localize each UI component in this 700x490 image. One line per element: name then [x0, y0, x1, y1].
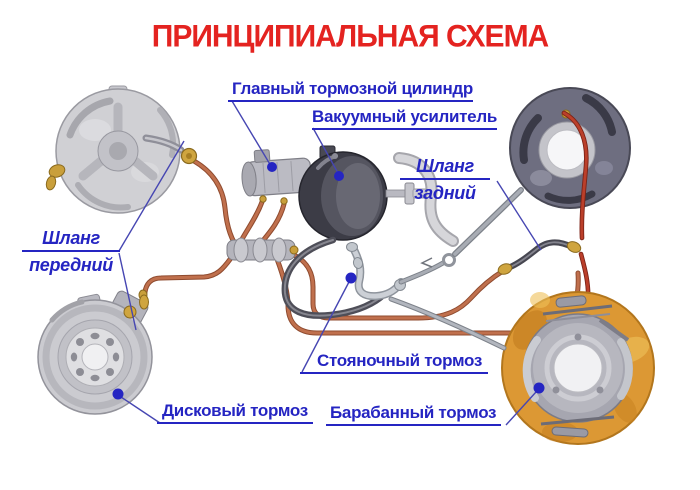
label-rear-hose-line2: задний — [414, 183, 476, 203]
outlet-port — [259, 195, 267, 203]
label-rear-hose-line1: Шланг — [400, 155, 490, 180]
callout-dot-master-cylinder — [267, 162, 277, 172]
front-hub-assembly — [45, 85, 198, 214]
callout-dot-drum-brake — [533, 382, 545, 394]
rear-backing-plate — [509, 87, 631, 209]
callout-dot-vacuum-booster — [334, 171, 344, 181]
rear-flex-hose — [497, 239, 582, 275]
master-cylinder — [241, 149, 313, 205]
wheel-bolt-holes — [70, 332, 120, 382]
callout-dot-disc-brake — [112, 388, 124, 400]
label-drum-brake: Барабанный тормоз — [326, 403, 502, 426]
label-master-cylinder: Главный тормозной цилиндр — [228, 79, 473, 102]
return-spring — [542, 304, 613, 316]
callout-dot-parking-brake — [345, 272, 357, 284]
label-front-hose: Шланг передний — [22, 227, 120, 276]
bleed-fitting — [45, 164, 66, 191]
label-parking-brake: Стояночный тормоз — [300, 351, 489, 374]
parking-brake-cable — [281, 187, 524, 351]
front-hose — [142, 134, 198, 165]
leader-lines — [112, 100, 545, 426]
label-front-hose-line1: Шланг — [22, 227, 120, 252]
junction-block — [226, 237, 299, 263]
label-rear-hose: Шланг задний — [400, 155, 490, 204]
outlet-port — [280, 197, 288, 205]
drum-brake-assembly — [501, 291, 655, 445]
label-front-hose-line2: передний — [29, 255, 113, 275]
adjuster — [551, 426, 589, 438]
brake-shoe — [522, 336, 541, 402]
wheel-cylinder — [555, 295, 587, 308]
label-vacuum-booster: Вакуумный усилитель — [312, 107, 497, 130]
brake-shoe — [617, 338, 633, 400]
disc-brake-rotor — [37, 289, 153, 415]
cable-eyelet — [442, 253, 456, 267]
front-pipe-fitting — [139, 294, 149, 310]
page-title: ПРИНЦИПИАЛЬНАЯ СХЕМА — [151, 18, 549, 54]
caliper-fitting — [123, 305, 137, 319]
label-disc-brake: Дисковый тормоз — [157, 401, 313, 424]
